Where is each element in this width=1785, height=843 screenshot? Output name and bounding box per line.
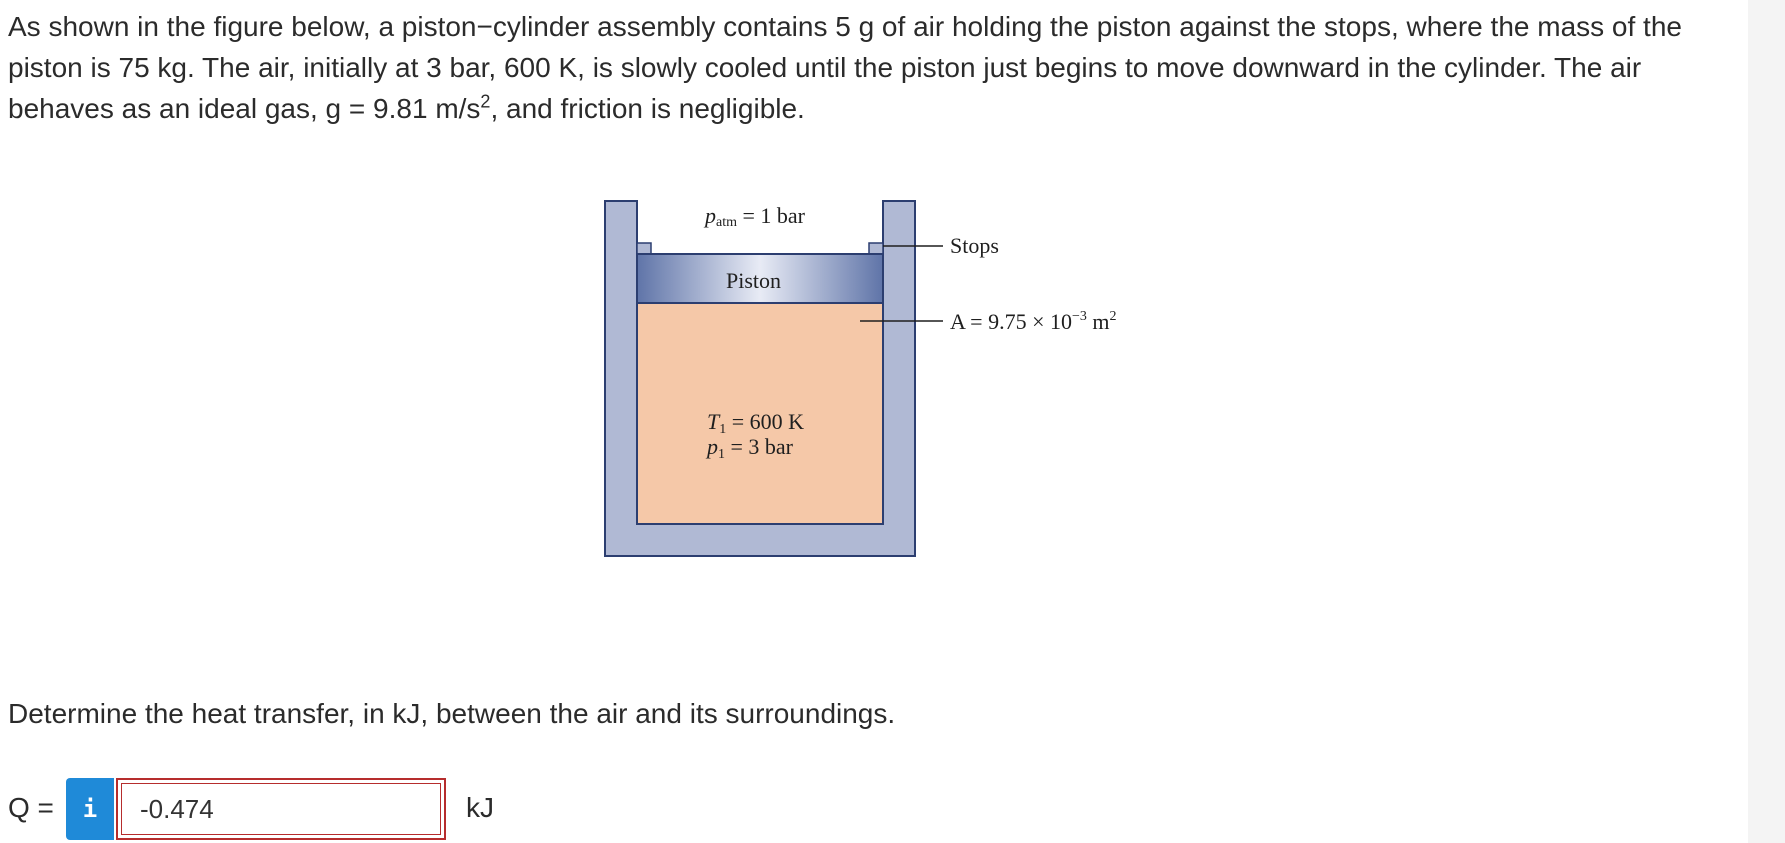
air-region [636, 302, 884, 525]
stop-left [636, 242, 652, 255]
superscript-2: 2 [480, 91, 491, 112]
patm-symbol: p [703, 203, 716, 228]
patm-subscript: atm [716, 215, 737, 230]
piston-cylinder-diagram: patm = 1 bar Piston Stops A = 9.75 × 10−… [604, 200, 1117, 557]
t1-value: = 600 K [726, 409, 804, 434]
info-icon[interactable]: i [66, 778, 114, 840]
p1-label: p1 = 3 bar [705, 434, 794, 462]
p1-value: = 3 bar [725, 434, 794, 459]
answer-input[interactable] [116, 778, 446, 840]
unit-label: kJ [466, 792, 494, 823]
question-line-3-end: , and friction is negligible. [490, 93, 805, 124]
t1-label: T1 = 600 K [707, 409, 804, 437]
patm-value: = 1 bar [737, 203, 806, 228]
area-unit-exponent: 2 [1110, 309, 1117, 324]
answer-label: Q = [8, 792, 54, 823]
question-line-2: piston is 75 kg. The air, initially at 3… [8, 52, 1642, 83]
question-line-3: behaves as an ideal gas, g = 9.81 m/s [8, 93, 481, 124]
scrollbar-track[interactable] [1748, 0, 1785, 843]
stop-right [868, 242, 884, 255]
p1-subscript: 1 [718, 447, 725, 462]
t1-subscript: 1 [719, 422, 726, 437]
question-text: As shown in the figure below, a piston−c… [8, 6, 1738, 129]
question-prompt: Determine the heat transfer, in kJ, betw… [8, 698, 896, 729]
info-icon-glyph: i [82, 795, 98, 823]
stops-label: Stops [950, 233, 999, 258]
question-line-1: As shown in the figure below, a piston−c… [8, 11, 1682, 42]
answer-row: Q = i kJ [8, 778, 708, 840]
piston [636, 253, 884, 304]
area-exponent: −3 [1072, 309, 1087, 324]
patm-label: patm = 1 bar [703, 203, 806, 230]
piston-label: Piston [726, 268, 781, 293]
piston-cylinder-figure: patm = 1 bar Piston Stops A = 9.75 × 10−… [600, 170, 1160, 565]
area-unit: m [1087, 309, 1110, 334]
area-label: A = 9.75 × 10−3 m2 [950, 309, 1117, 334]
t1-symbol: T [707, 409, 721, 434]
p1-symbol: p [705, 434, 718, 459]
area-label-prefix: A = 9.75 × 10 [950, 309, 1072, 334]
